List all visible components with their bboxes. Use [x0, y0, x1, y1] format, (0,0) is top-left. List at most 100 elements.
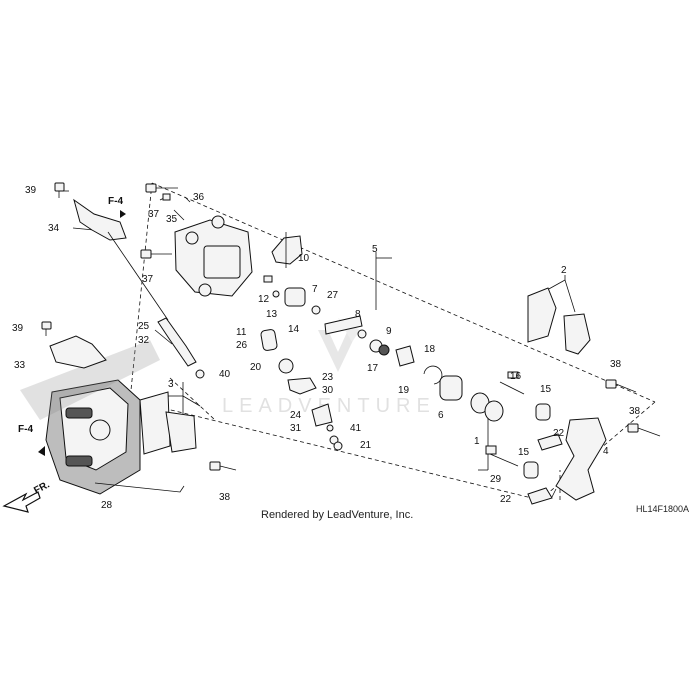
- callout-20: 20: [250, 362, 262, 373]
- ring-41a: [326, 424, 334, 432]
- spring-24: [311, 403, 333, 427]
- ring-13: [272, 290, 280, 298]
- callout-25: 25: [138, 321, 150, 332]
- callout-22: 22: [553, 428, 565, 439]
- callout-2: 2: [561, 265, 567, 276]
- callout-38: 38: [610, 359, 622, 370]
- callout-14: 14: [288, 324, 300, 335]
- callout-37: 37: [142, 274, 154, 285]
- callout-33: 33: [14, 360, 26, 371]
- bolt-39-top: [54, 182, 65, 198]
- callout-11: 11: [236, 327, 247, 338]
- diagram-code: HL14F1800A: [636, 504, 689, 514]
- callout-22: 22: [500, 494, 512, 505]
- callout-38: 38: [219, 492, 231, 503]
- callout-16: 16: [510, 371, 522, 382]
- render-credit-caption: Rendered by LeadVenture, Inc.: [261, 509, 413, 521]
- boot-20: [278, 358, 294, 374]
- callout-23: 23: [322, 372, 334, 383]
- callout-36: 36: [193, 192, 205, 203]
- callout-26: 26: [236, 340, 248, 351]
- callout-10: 10: [298, 253, 310, 264]
- boot-14: [284, 287, 306, 307]
- callout-29: 29: [490, 474, 502, 485]
- callout-labels: 39 34 F-4 37 36 35 37 5 10 2 7 27 12 13 …: [12, 185, 641, 511]
- callout-37: 37: [148, 209, 160, 220]
- rod-25-32: [157, 317, 197, 367]
- clip-18: [423, 365, 443, 385]
- callout-39: 39: [25, 185, 37, 196]
- screw-35: [173, 209, 185, 221]
- clip-12: [263, 275, 273, 283]
- pin-29: [489, 453, 519, 467]
- callout-21: 21: [360, 440, 372, 451]
- washer-8: [357, 329, 367, 339]
- bracket-34: [73, 198, 127, 241]
- boot-15b: [523, 461, 539, 479]
- callout-4: 4: [603, 446, 609, 457]
- callout-32: 32: [138, 335, 150, 346]
- callout-f4: F-4: [18, 424, 33, 435]
- callout-6: 6: [438, 410, 444, 421]
- seal-7: [311, 305, 321, 315]
- callout-19: 19: [398, 385, 410, 396]
- bolt-39-left: [41, 321, 52, 336]
- callout-15: 15: [540, 384, 552, 395]
- callout-40: 40: [219, 369, 231, 380]
- callout-24: 24: [290, 410, 302, 421]
- shading-band: [20, 340, 160, 420]
- ref-arrow-icon-a: [120, 210, 126, 218]
- caliper-assembly-left: [45, 379, 197, 495]
- pin-16-head: [507, 371, 519, 379]
- callout-38: 38: [629, 406, 641, 417]
- pad-2b: [563, 313, 591, 355]
- bracket-4: [555, 417, 607, 501]
- cap-36: [162, 193, 171, 201]
- front-direction-arrow-icon: [2, 491, 41, 513]
- callout-41: 41: [350, 423, 362, 434]
- bolt-37-a: [145, 183, 178, 193]
- callout-28: 28: [101, 500, 113, 511]
- pin-11: [260, 329, 278, 351]
- callout-5: 5: [372, 244, 378, 255]
- callout-27: 27: [327, 290, 339, 301]
- boot-15a: [535, 403, 551, 421]
- pad-2a: [527, 287, 557, 343]
- piston-seal-1b: [484, 400, 504, 422]
- callout-1: 1: [474, 436, 480, 447]
- bolt-37-b: [140, 249, 172, 259]
- assembly-boundary: [129, 182, 656, 501]
- callout-30: 30: [322, 385, 334, 396]
- seal-17: [378, 344, 390, 356]
- front-direction-label: FR.: [32, 479, 52, 496]
- callout-9: 9: [386, 326, 392, 337]
- callout-15: 15: [518, 447, 530, 458]
- bracket-23-30: [287, 377, 317, 395]
- pin-10: [271, 235, 303, 265]
- bolt-38-b: [627, 423, 661, 437]
- callout-31: 31: [290, 423, 302, 434]
- ref-arrow-icon-b: [38, 446, 45, 456]
- callout-12: 12: [258, 294, 270, 305]
- callout-34: 34: [48, 223, 60, 234]
- callout-35: 35: [166, 214, 178, 225]
- callout-17: 17: [367, 363, 379, 374]
- bolt-38-a: [605, 379, 637, 393]
- shim-22b: [527, 487, 553, 505]
- callout-18: 18: [424, 344, 436, 355]
- callout-39: 39: [12, 323, 24, 334]
- nut-19: [395, 345, 415, 367]
- bracket-33: [49, 335, 107, 369]
- pin-16: [499, 381, 525, 395]
- bolt-27: [324, 315, 363, 335]
- shim-22a: [537, 433, 563, 451]
- pin-29-head: [485, 445, 497, 455]
- caliper-body-upper: [174, 215, 253, 297]
- callout-8: 8: [355, 309, 361, 320]
- bolt-40: [195, 369, 205, 379]
- callout-7: 7: [312, 284, 318, 295]
- nut-21: [333, 441, 343, 451]
- bolt-38-c: [209, 461, 237, 471]
